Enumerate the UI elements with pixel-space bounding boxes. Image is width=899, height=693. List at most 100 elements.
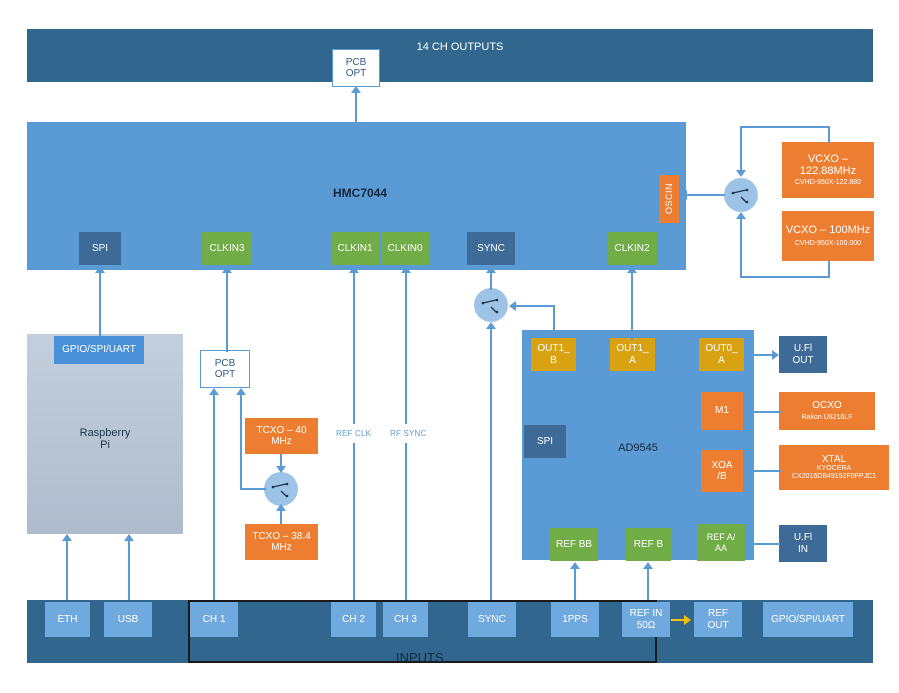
ad9545-port-out1-b-line1: OUT1_ [537,343,570,355]
arrow-out1a-to-clkin2 [627,266,637,273]
hmc7044-port-spi[interactable]: SPI [79,232,121,265]
bottom-port-ref-in[interactable]: REF IN 50Ω [622,602,670,637]
bottom-port-1pps[interactable]: 1PPS [551,602,599,637]
ufl-out-line1: U.Fl [793,343,813,355]
ad9545-port-spi-label: SPI [536,435,554,447]
hmc7044-port-spi-label: SPI [91,242,109,254]
bottom-port-usb[interactable]: USB [104,602,152,637]
tcxo-384mhz-line1: TCXO – 38.4 [252,530,311,542]
arrow-mux-to-pcbopt [236,388,246,395]
wire-out0a-to-ufl-out [744,354,774,356]
tcxo-384mhz-block: TCXO – 38.4 MHz [245,524,318,560]
wire-out1a-to-clkin2 [631,272,633,340]
tcxo-40mhz-line2: MHz [271,436,292,447]
label-ref-clk: REF CLK [336,429,372,438]
wire-ch2-to-clkin1-upper [353,272,355,424]
vcxo-100-part: CVHD-950X-100.000 [794,239,862,247]
bottom-port-ref-in-line2: 50Ω [636,619,656,631]
ad9545-port-ref-a-aa-line2: AA [714,542,727,553]
wire-out1b-up [553,305,555,343]
bottom-port-ref-in-line1: REF IN [629,608,663,620]
wire-rpi-gpio-to-spi [99,272,101,336]
xtal-name: XTAL [821,454,847,466]
wire-1pps-to-refbb [574,568,576,600]
pcb-opt-top-line2: OPT [345,68,367,79]
arrow-1pps-to-refbb [570,562,580,569]
vcxo-12288-block: VCXO – 122.88MHz CVHD-950X-122.880 [782,142,874,198]
wire-tcxo384-to-mux [280,510,282,524]
ad9545-port-xoa-b[interactable]: XOA /B [701,450,743,492]
bottom-port-ch1[interactable]: CH 1 [190,602,238,637]
wire-vcxo12288-across [740,126,830,128]
bottom-port-ch3[interactable]: CH 3 [383,602,428,637]
wire-pcbopt-to-clkin3 [226,272,228,352]
hmc7044-port-clkin3-label: CLKIN3 [209,242,245,254]
arrow-ch1-to-pcbopt [209,388,219,395]
bottom-port-sync-label: SYNC [478,613,506,625]
raspberry-pi-label-line1: Raspberry [79,426,131,439]
ad9545-port-spi[interactable]: SPI [524,425,566,458]
ad9545-port-m1-label: M1 [715,405,729,417]
raspberry-pi-block: Raspberry Pi [27,334,183,534]
arrow-refin-to-refb [643,562,653,569]
ufl-out-connector[interactable]: U.Fl OUT [779,336,827,373]
ad9545-title: AD9545 [618,441,658,454]
bottom-port-1pps-label: 1PPS [562,613,588,625]
bottom-port-usb-label: USB [117,613,139,625]
ufl-in-line2: IN [798,543,808,555]
ad9545-port-out0-a[interactable]: OUT0_ A [699,338,744,371]
ad9545-port-out1-b[interactable]: OUT1_ B [531,338,576,371]
wire-ch2-to-clkin1-lower [353,443,355,600]
wire-ch3-to-clkin0-upper [405,272,407,424]
tcxo-384mhz-line2: MHz [271,542,292,553]
hmc7044-port-sync-label: SYNC [477,242,505,254]
bottom-port-ch2[interactable]: CH 2 [331,602,376,637]
arrow-vcxo12288-to-mux [736,170,746,177]
sync-mux-switch[interactable] [474,288,508,322]
hmc7044-port-clkin2[interactable]: CLKIN2 [607,232,657,265]
raspberry-pi-label-line2: Pi [100,439,110,451]
tcxo-40mhz-line1: TCXO – 40 [256,424,307,436]
ad9545-port-m1[interactable]: M1 [701,392,743,430]
xtal-part: CX2016DB49152F0FPJC1 [791,473,877,481]
vcxo-12288-part: CVHD-950X-122.880 [794,179,862,187]
ad9545-port-out1-a-line2: A [629,354,636,366]
vcxo-12288-name: VCXO – [807,152,849,165]
ufl-in-connector[interactable]: U.Fl IN [779,525,827,562]
ad9545-port-ref-a-aa[interactable]: REF A/ AA [697,524,745,561]
arrow-rpi-gpio-to-spi [95,266,105,273]
pcb-opt-top-line1: PCB [345,56,367,68]
hmc7044-port-clkin0[interactable]: CLKIN0 [381,232,429,265]
wire-mux-to-pcbopt-v [240,394,242,489]
raspberry-pi-gpio-port[interactable]: GPIO/SPI/UART [54,336,144,364]
wire-hmc-to-pcbopt-top [355,92,357,122]
tcxo-mux-switch[interactable] [264,472,298,506]
hmc7044-port-clkin1[interactable]: CLKIN1 [331,232,379,265]
hmc7044-title: HMC7044 [332,186,388,201]
ocxo-part: Rakon U8216LF [801,413,853,421]
ad9545-port-ref-b[interactable]: REF B [626,528,671,561]
bottom-port-ch3-label: CH 3 [394,613,417,625]
vcxo-100-block: VCXO – 100MHz CVHD-950X-100.000 [782,211,874,261]
bottom-port-ref-out[interactable]: REF OUT [694,602,742,637]
bottom-port-gpio-label: GPIO/SPI/UART [771,613,845,625]
ad9545-port-out1-a[interactable]: OUT1_ A [610,338,655,371]
hmc7044-port-sync[interactable]: SYNC [467,232,515,265]
bottom-port-gpio-spi-uart[interactable]: GPIO/SPI/UART [763,602,853,637]
oscin-mux-switch[interactable] [724,178,758,212]
raspberry-pi-gpio-label: GPIO/SPI/UART [62,344,136,356]
outputs-bar-label: 14 CH OUTPUTS [416,40,504,53]
ad9545-port-xoa-line2: /B [717,471,727,482]
pcb-opt-mid-line1: PCB [214,357,236,369]
wire-xtal-to-xoa [743,470,781,472]
hmc7044-port-oscin[interactable]: OSCIN [659,175,679,223]
arrow-out0a-to-ufl-out [772,350,779,360]
ad9545-port-ref-bb[interactable]: REF BB [550,528,598,561]
hmc7044-port-clkin3[interactable]: CLKIN3 [202,232,252,265]
vcxo-100-name: VCXO – 100MHz [785,224,871,237]
wire-refin-to-refout [671,619,686,621]
bottom-port-eth[interactable]: ETH [45,602,90,637]
bottom-port-sync[interactable]: SYNC [468,602,516,637]
hmc7044-port-clkin2-label: CLKIN2 [614,242,650,254]
pcb-opt-top: PCB OPT [332,49,380,87]
